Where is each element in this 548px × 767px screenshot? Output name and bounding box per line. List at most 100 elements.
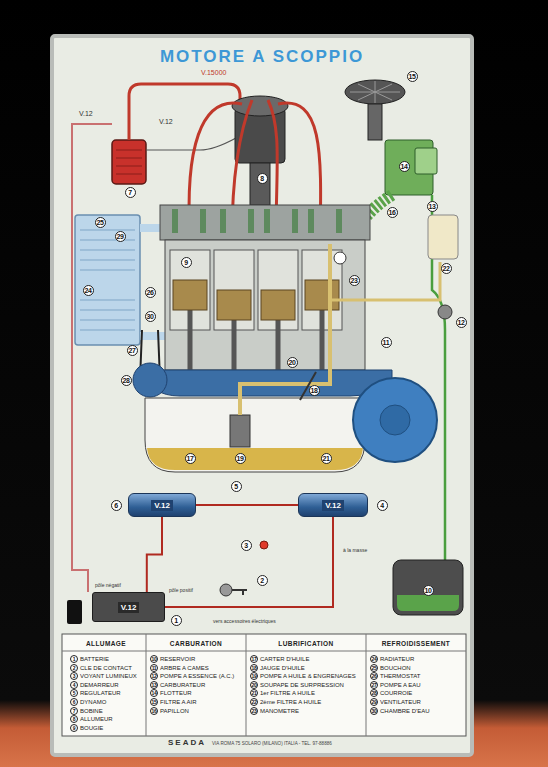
callout-number: 16 — [150, 707, 158, 715]
legend-item: RESERVOIR — [160, 655, 195, 663]
callout-number: 28 — [121, 375, 132, 386]
callout-number: 15 — [150, 698, 158, 706]
callout-number: 11 — [381, 337, 392, 348]
panel — [52, 36, 472, 755]
starter-box: V.12 — [298, 493, 368, 517]
callout-number: 24 — [83, 285, 94, 296]
wire — [72, 124, 112, 592]
oil-line — [330, 262, 440, 300]
column-header: ALLUMAGE — [66, 640, 146, 647]
callout-number: 28 — [370, 689, 378, 697]
oil-sump — [145, 398, 365, 472]
callout-number: 6 — [70, 698, 78, 706]
callout-number: 30 — [145, 311, 156, 322]
callout-number: 2 — [70, 664, 78, 672]
distributor-cap — [232, 96, 288, 116]
flywheel — [353, 378, 437, 462]
legend-item: CHAMBRE D'EAU — [380, 707, 430, 715]
pulley — [133, 363, 167, 397]
valve-spring — [292, 209, 298, 233]
air-intake — [368, 104, 382, 140]
battery-box: V.12 — [92, 592, 165, 622]
connecting-rod — [190, 300, 322, 375]
callout-number: 25 — [95, 217, 106, 228]
callout-number: 23 — [250, 707, 258, 715]
callout-number: 30 — [370, 707, 378, 715]
callout-number: 14 — [150, 689, 158, 697]
valve-spring — [200, 209, 206, 233]
callout-number: 2 — [257, 575, 268, 586]
callout-number: 1 — [70, 655, 78, 663]
callout-number: 9 — [70, 724, 78, 732]
callout-number: 11 — [150, 664, 158, 672]
legend-item: JAUGE D'HUILE — [260, 664, 305, 672]
oil-line — [240, 244, 330, 415]
callout-number: 15 — [407, 71, 418, 82]
callout-number: 3 — [70, 672, 78, 680]
legend-item: FILTRE A AIR — [160, 698, 197, 706]
callout-number: 27 — [370, 681, 378, 689]
callout-number: 17 — [250, 655, 258, 663]
legend-item: DEMARREUR — [80, 681, 119, 689]
callout-number: 27 — [127, 345, 138, 356]
callout-number: 10 — [423, 585, 434, 596]
voltage-label: V.12 — [158, 118, 174, 126]
legend-item: ARBRE A CAMES — [160, 664, 209, 672]
node-text: V.12 — [322, 500, 344, 511]
ignition-key — [220, 584, 232, 596]
wire-note: à la masse — [342, 548, 368, 554]
ht-wire — [129, 84, 240, 140]
distributor-shaft — [250, 163, 270, 205]
water-hose — [140, 332, 165, 340]
callout-number: 4 — [377, 500, 388, 511]
column-header: CARBURATION — [146, 640, 246, 647]
callout-number: 20 — [287, 357, 298, 368]
radiator-core — [80, 230, 135, 330]
callout-number: 12 — [456, 317, 467, 328]
callout-number: 19 — [235, 453, 246, 464]
legend-item: VOYANT LUMINEUX — [80, 672, 137, 680]
callout-number: 10 — [150, 655, 158, 663]
legend-item: BOUGIE — [80, 724, 103, 732]
callout-number: 5 — [70, 689, 78, 697]
electric-wire — [165, 517, 333, 607]
legend-item: 2ème FILTRE A HUILE — [260, 698, 321, 706]
legend-item: POMPE A ESSENCE (A.C.) — [160, 672, 234, 680]
column-header: REFROIDISSEMENT — [366, 640, 466, 647]
callout-number: 9 — [181, 257, 192, 268]
legend-item: 1er FILTRE A HUILE — [260, 689, 315, 697]
callout-number: 24 — [370, 655, 378, 663]
wire-note: pôle négatif — [94, 583, 122, 589]
callout-number: 12 — [150, 672, 158, 680]
electric-wire — [147, 517, 162, 592]
callout-number: 18 — [309, 385, 320, 396]
callout-number: 21 — [321, 453, 332, 464]
legend-item: THERMOSTAT — [380, 672, 420, 680]
callout-number: 22 — [250, 698, 258, 706]
callout-number: 6 — [111, 500, 122, 511]
callout-number: 22 — [441, 263, 452, 274]
legend-item: BATTERIE — [80, 655, 109, 663]
voltage-label: V.12 — [78, 110, 94, 118]
fuel-pump — [438, 305, 452, 319]
piston — [173, 280, 207, 310]
engine-block — [165, 240, 365, 370]
legend-item: DYNAMO — [80, 698, 106, 706]
oil-gauge — [334, 252, 346, 264]
coil-winding — [116, 150, 142, 174]
callout-number: 13 — [150, 681, 158, 689]
wire-note: pôle positif — [168, 588, 194, 594]
oil-pump — [230, 415, 250, 447]
legend-item: CLE DE CONTACT — [80, 664, 132, 672]
callout-number: 8 — [257, 173, 268, 184]
ignition-key — [232, 590, 247, 595]
callout-number: 7 — [70, 707, 78, 715]
callout-number: 13 — [427, 201, 438, 212]
oil — [147, 448, 363, 470]
callout-number: 29 — [115, 231, 126, 242]
callout-number: 21 — [250, 689, 258, 697]
legend-item: POMPE A EAU — [380, 681, 421, 689]
legend-item: RADIATEUR — [380, 655, 414, 663]
callout-number: 17 — [185, 453, 196, 464]
